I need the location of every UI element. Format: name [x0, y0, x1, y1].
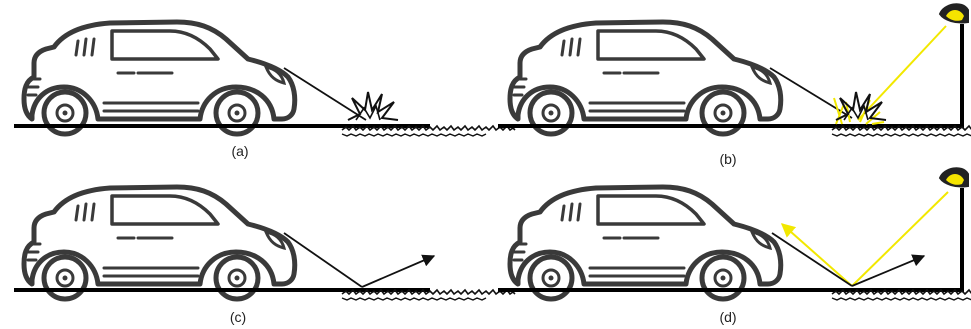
street-lamp-b: [940, 4, 968, 22]
scatter-burst-a: [348, 92, 398, 120]
reflected-ray-c: [362, 256, 434, 287]
car-a: [24, 22, 295, 134]
reflected-ray-d: [852, 256, 924, 286]
car-b: [510, 22, 781, 134]
label-a: (a): [231, 143, 248, 159]
car-c: [24, 187, 295, 299]
panel-b: (b): [498, 4, 971, 167]
yellow-reflected-ray-d: [782, 224, 852, 286]
rough-surface-a: [342, 126, 515, 136]
light-ray-d: [852, 192, 948, 286]
label-b: (b): [719, 151, 736, 167]
car-d: [510, 187, 781, 299]
panel-a: (a): [14, 22, 515, 159]
rough-surface-c: [342, 290, 515, 300]
label-d: (d): [719, 309, 736, 325]
panel-c: (c): [14, 187, 515, 325]
light-ray-b: [858, 26, 946, 120]
label-c: (c): [230, 309, 246, 325]
incident-ray-d: [772, 233, 852, 286]
street-lamp-d: [940, 168, 968, 186]
panel-d: (d): [498, 168, 971, 325]
